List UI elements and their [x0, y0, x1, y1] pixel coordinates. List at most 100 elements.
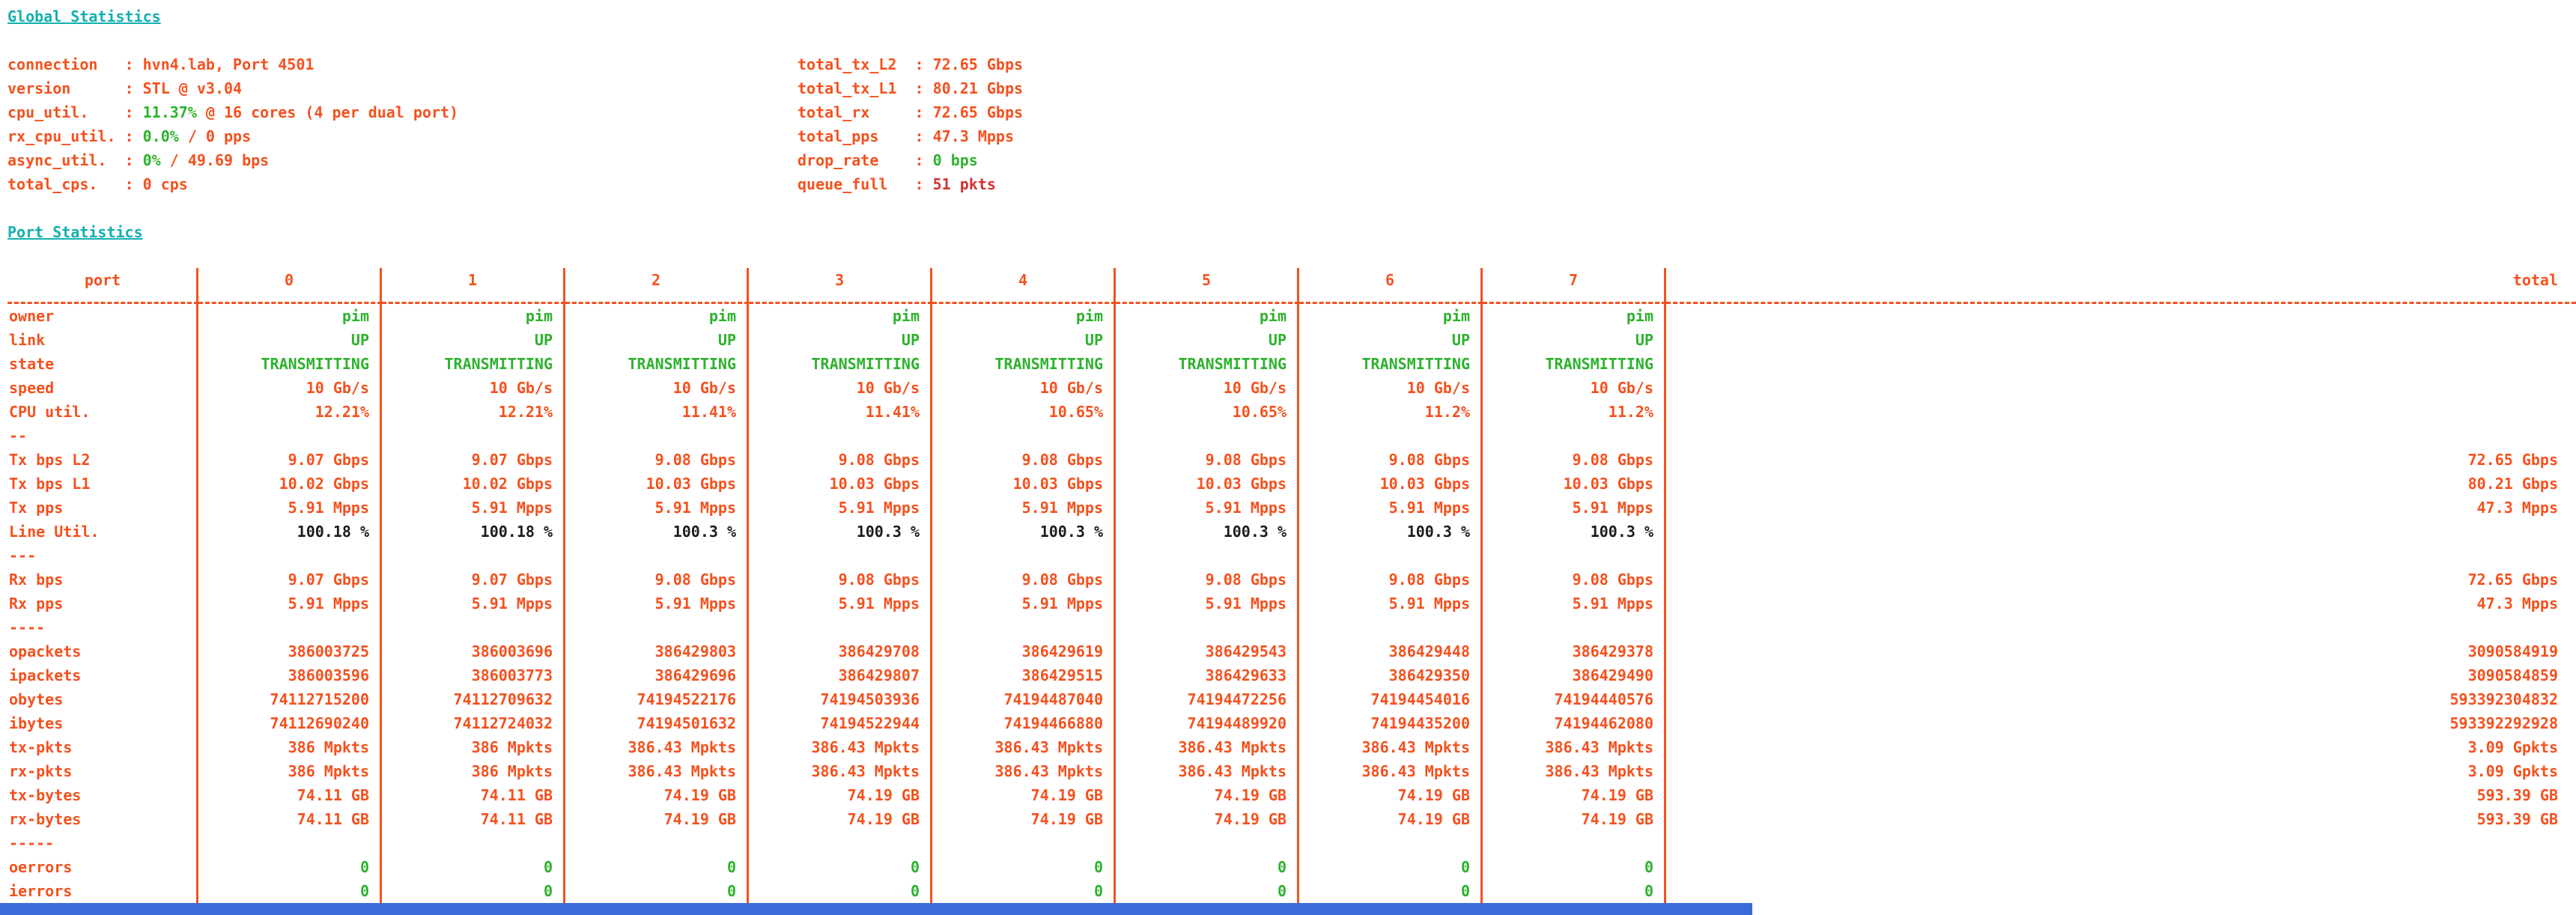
- port-row-sep: ----: [7, 615, 2576, 639]
- stat-label: cpu_util.: [7, 103, 89, 121]
- stat-label: rx_cpu_util.: [7, 127, 116, 145]
- row-label: owner: [7, 304, 198, 328]
- port-cell: 74.19 GB: [1116, 783, 1299, 807]
- port-cell: [1483, 831, 1666, 855]
- port-cell: 0: [565, 855, 749, 879]
- stat-value-segment: 51 pkts: [932, 175, 996, 193]
- port-cell: [932, 544, 1116, 568]
- port-cell: 74112709632: [382, 687, 565, 711]
- port-cell: 5.91 Mpps: [932, 496, 1116, 520]
- global-stat-version: version: STL @ v3.04: [7, 76, 798, 100]
- port-cell: pim: [1483, 304, 1666, 328]
- port-cell: 100.3 %: [565, 520, 749, 544]
- global-stat-queue-full: queue_full: 51 pkts: [798, 172, 1023, 196]
- row-label: speed: [7, 376, 198, 400]
- port-cell: 9.08 Gbps: [1299, 448, 1483, 472]
- port-cell: 100.18 %: [198, 520, 382, 544]
- port-cell: 74194501632: [565, 711, 749, 735]
- port-cell: 74.19 GB: [565, 783, 749, 807]
- port-cell: 0: [198, 879, 382, 903]
- port-cell: 5.91 Mpps: [1483, 592, 1666, 615]
- port-cell: 10.03 Gbps: [1299, 472, 1483, 496]
- colon-separator: :: [124, 175, 143, 193]
- stat-label: total_rx: [798, 103, 870, 121]
- port-cell: [932, 831, 1116, 855]
- port-cell-total: [1666, 328, 2576, 352]
- port-cell: 74.19 GB: [1116, 807, 1299, 831]
- port-cell: 386429708: [749, 639, 932, 663]
- port-cell: 9.08 Gbps: [565, 448, 749, 472]
- port-cell: 74.19 GB: [749, 807, 932, 831]
- port-cell: pim: [198, 304, 382, 328]
- port-cell: [382, 424, 565, 448]
- port-cell: TRANSMITTING: [565, 352, 749, 376]
- port-cell-total: [1666, 352, 2576, 376]
- global-statistics-heading-row: Global Statistics: [7, 4, 2576, 28]
- port-cell-total: 593392292928: [2449, 714, 2559, 732]
- port-cell: 74.11 GB: [382, 807, 565, 831]
- port-cell: 10.02 Gbps: [198, 472, 382, 496]
- port-cell-total: [1666, 544, 2576, 568]
- port-cell: 9.08 Gbps: [1299, 568, 1483, 592]
- colon-separator: :: [914, 127, 933, 145]
- port-header-label: port: [7, 268, 198, 292]
- port-cell: 74194522176: [565, 687, 749, 711]
- port-cell: 5.91 Mpps: [565, 496, 749, 520]
- port-cell-total: [1666, 879, 2576, 903]
- port-cell-total: [1666, 831, 2576, 855]
- row-label: Line Util.: [7, 520, 198, 544]
- stat-label: connection: [7, 55, 98, 73]
- port-cell: 386.43 Mpkts: [749, 759, 932, 783]
- port-cell: [1483, 544, 1666, 568]
- port-cell: 12.21%: [382, 400, 565, 424]
- global-stat-total-rx: total_rx: 72.65 Gbps: [798, 100, 1023, 124]
- separator-cell: [932, 292, 1116, 304]
- port-cell: 74.19 GB: [749, 783, 932, 807]
- port-header-col-4: 4: [932, 268, 1116, 292]
- row-label: ipackets: [7, 663, 198, 687]
- global-stat-total-tx-L2: total_tx_L2: 72.65 Gbps: [798, 52, 1023, 76]
- port-cell: 74194503936: [749, 687, 932, 711]
- port-cell: 9.08 Gbps: [565, 568, 749, 592]
- port-cell-total: 593.39 GB: [2476, 786, 2558, 804]
- colon-separator: :: [124, 127, 143, 145]
- port-cell: 0: [749, 855, 932, 879]
- port-cell: UP: [1116, 328, 1299, 352]
- port-row-sep: ---: [7, 544, 2576, 568]
- port-cell: pim: [749, 304, 932, 328]
- port-cell: 100.3 %: [932, 520, 1116, 544]
- row-label: Rx pps: [7, 592, 198, 615]
- port-cell: 100.3 %: [1116, 520, 1299, 544]
- port-cell: 100.3 %: [1483, 520, 1666, 544]
- separator-cell: [565, 292, 749, 304]
- port-cell: [198, 615, 382, 639]
- port-cell: 386429448: [1299, 639, 1483, 663]
- port-cell: 386.43 Mpkts: [565, 735, 749, 759]
- port-cell-total: [1666, 615, 2576, 639]
- port-cell: 386.43 Mpkts: [932, 735, 1116, 759]
- port-cell: 74.19 GB: [932, 807, 1116, 831]
- port-cell: [749, 424, 932, 448]
- port-cell-total: 593.39 GB: [2476, 810, 2558, 828]
- port-cell: pim: [565, 304, 749, 328]
- port-cell: UP: [1299, 328, 1483, 352]
- port-cell: 5.91 Mpps: [1483, 496, 1666, 520]
- port-cell: 74194466880: [932, 711, 1116, 735]
- port-cell-total: 47.3 Mpps: [2476, 595, 2558, 612]
- colon-separator: :: [124, 55, 143, 73]
- global-stat-total-pps: total_pps: 47.3 Mpps: [798, 124, 1023, 148]
- port-cell: 74194487040: [932, 687, 1116, 711]
- port-row-sep: --: [7, 424, 2576, 448]
- row-label: ----: [7, 615, 198, 639]
- global-stat-connection: connection: hvn4.lab, Port 4501: [7, 52, 798, 76]
- port-cell: 74.11 GB: [198, 783, 382, 807]
